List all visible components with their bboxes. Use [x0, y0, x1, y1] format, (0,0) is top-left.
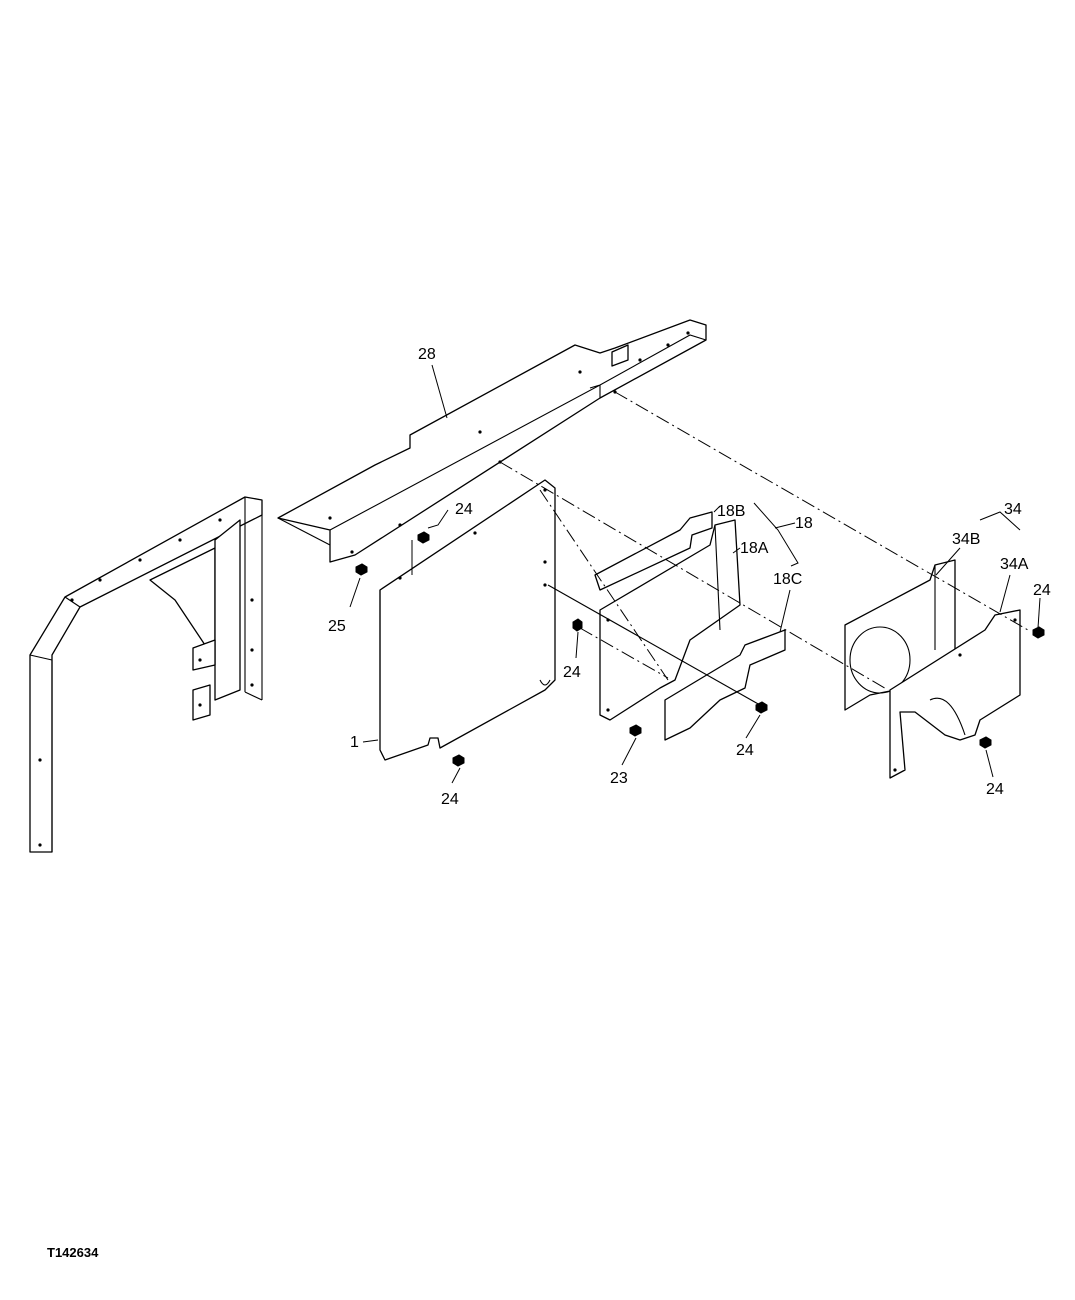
part-28-top-rail: [277, 319, 707, 563]
callout-18B: 18B: [717, 503, 745, 520]
callout-34: 34: [1004, 501, 1022, 518]
cab-frame-part: [29, 496, 263, 853]
callout-labels: 28 24 25 1 24 18B 18 18A 18C 24 23 24 34…: [328, 346, 1051, 808]
callout-28: 28: [418, 346, 436, 363]
callout-1: 1: [350, 734, 359, 751]
callout-34A: 34A: [1000, 556, 1029, 573]
part-1-panel: [379, 479, 556, 761]
callout-24: 24: [986, 781, 1004, 798]
callout-25: 25: [328, 618, 346, 635]
callout-18A: 18A: [740, 540, 769, 557]
callout-34B: 34B: [952, 531, 980, 548]
part-18B-strip: [594, 511, 713, 591]
callout-24: 24: [736, 742, 754, 759]
callout-24: 24: [455, 501, 473, 518]
bolts: [355, 531, 1045, 767]
callout-23: 23: [610, 770, 628, 787]
callout-24: 24: [1033, 582, 1051, 599]
figure-id: T142634: [47, 1245, 99, 1260]
leader-lines: [349, 364, 1041, 784]
part-18A-plate: [599, 519, 741, 721]
callout-18: 18: [795, 515, 813, 532]
callout-24: 24: [441, 791, 459, 808]
alignment-lines: [499, 391, 1029, 706]
part-34A-plate: [889, 609, 1021, 779]
callout-18C: 18C: [773, 571, 802, 588]
callout-24: 24: [563, 664, 581, 681]
